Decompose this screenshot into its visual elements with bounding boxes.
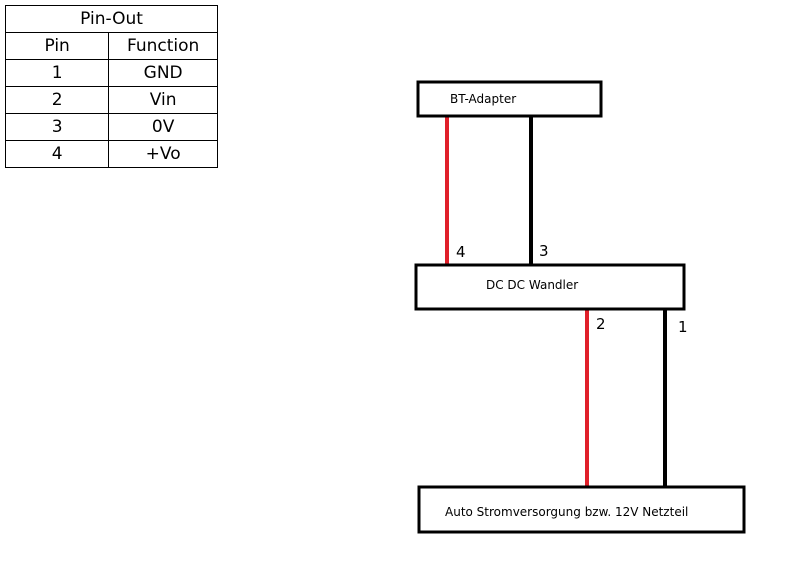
pin-function-cell: Vin: [108, 86, 218, 114]
bt-adapter-label: BT-Adapter: [450, 92, 516, 106]
table-row: 1 GND: [4, 59, 218, 87]
dcdc-converter-block: DC DC Wandler: [414, 263, 686, 311]
pin-number-cell: 4: [4, 140, 110, 168]
pin-label-3: 3: [539, 242, 549, 260]
pin-label-1: 1: [678, 318, 688, 336]
pin-label-2: 2: [596, 315, 606, 333]
pinout-title: Pin-Out: [5, 5, 218, 33]
bt-adapter-box: [416, 80, 603, 118]
pin-function-cell: GND: [108, 59, 218, 87]
pin-number-cell: 1: [4, 59, 110, 87]
table-row: 4 +Vo: [4, 140, 218, 168]
pin-column-header: Pin: [4, 32, 110, 60]
bt-adapter-block: BT-Adapter: [416, 80, 603, 118]
power-supply-block: Auto Stromversorgung bzw. 12V Netzteil: [417, 485, 746, 534]
pinout-table: Pin-Out Pin Function 1 GND 2 Vin 3 0V 4 …: [4, 5, 218, 168]
dcdc-converter-box: [414, 263, 686, 311]
power-supply-label: Auto Stromversorgung bzw. 12V Netzteil: [445, 505, 688, 519]
dcdc-converter-label: DC DC Wandler: [486, 278, 578, 292]
pinout-title-row: Pin-Out: [5, 5, 218, 33]
table-row: 2 Vin: [4, 86, 218, 114]
pin-label-4: 4: [456, 243, 466, 261]
pinout-header-row: Pin Function: [4, 32, 218, 60]
pin-function-cell: +Vo: [108, 140, 218, 168]
power-supply-box: [417, 485, 746, 534]
